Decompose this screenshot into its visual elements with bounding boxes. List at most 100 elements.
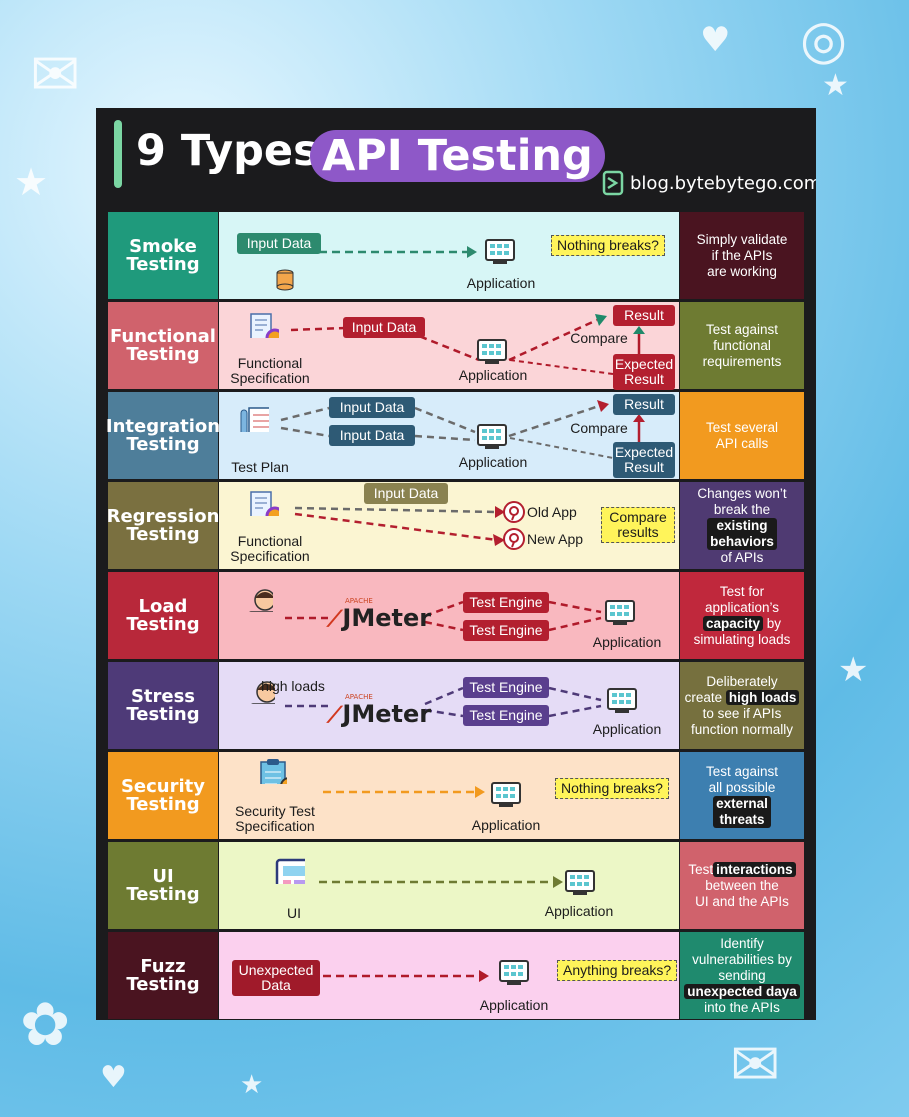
application-label: Application [479,997,549,1013]
desc-highlight: unexpected daya [684,983,800,999]
application-icon [607,688,637,713]
input-data-box-2: Input Data [329,425,415,446]
bytebytego-logo-icon [602,170,624,196]
expected-result-box: Expected Result [613,442,675,478]
star-icon: ★ [838,650,869,690]
site-url: blog.bytebytego.com [630,172,816,194]
envelope-icon: ✉ [730,1030,781,1100]
title-highlight: API Testing [310,130,605,182]
row-stress-testing: Stress Testing high loads APACHE⟋JMeter … [108,662,804,749]
jmeter-text: JMeter [342,700,432,728]
desc-text: into the APIs [704,999,780,1015]
test-engine-box-1: Test Engine [463,677,549,698]
desc-text: between the UI and the APIs [695,877,789,909]
desc-highlight: high loads [725,689,800,705]
apache-label: APACHE [345,693,373,701]
row-label: Regression Testing [107,482,219,569]
row-label: Security Testing [108,752,218,839]
row-diagram: APACHE⟋JMeter Test Engine Test Engine Ap… [219,572,679,659]
application-icon [605,600,635,625]
heart-icon: ♥ [700,20,731,60]
row-integration-testing: Integration Testing Test Plan Input Da [106,392,804,479]
application-icon [485,239,515,264]
user-laptop-icon [251,681,275,704]
heart-icon: ♥ [100,1060,127,1095]
star-icon: ★ [240,1070,264,1100]
application-label: Application [458,454,528,470]
row-diagram: Input Data Application Nothing breaks? [219,212,679,299]
specification-label: Functional Specification [230,355,310,386]
flow-arrows [294,506,505,546]
envelope-icon: ✉ [30,40,81,110]
circle-icon: ◎ [800,8,848,71]
check-note: Nothing breaks? [555,778,669,799]
desc-highlight: interactions [713,861,796,877]
row-label: UI Testing [108,842,218,929]
flow-arrows [319,876,563,888]
row-label: Functional Testing [108,302,218,389]
old-app-icon [503,501,525,523]
row-label: Stress Testing [108,662,218,749]
test-engine-box-2: Test Engine [463,705,549,726]
row-diagram: high loads APACHE⟋JMeter Test Engine Tes… [219,662,679,749]
security-spec-label: Security Test Specification [235,803,315,834]
application-label: Application [592,721,662,737]
application-icon [477,424,507,449]
row-description: Test several API calls [680,392,804,479]
unexpected-data-box: Unexpected Data [232,960,320,996]
infographic-card: 9 Types API Testing blog.bytebytego.com … [96,108,816,1020]
database-icon [276,269,294,291]
specification-label: Functional Specification [230,533,310,564]
test-engine-box-2: Test Engine [463,620,549,641]
ui-label: UI [287,905,301,921]
new-app-label: New App [527,531,584,547]
input-data-box: Input Data [343,317,425,338]
compare-label: Compare [570,330,628,346]
flower-icon: ✿ [20,990,71,1060]
star-icon: ★ [14,160,49,204]
application-icon [491,782,521,807]
application-label: Application [458,367,528,383]
row-diagram: Functional Specification Input Data Old … [219,482,679,569]
compare-results-note: Compare results [601,507,675,543]
input-data-box-1: Input Data [329,397,415,418]
high-loads-label: high loads [261,678,325,694]
result-box: Result [613,305,675,326]
desc-text: to see if APIs function normally [690,705,794,737]
row-description: Test against functional requirements [680,302,804,389]
desc-text: by simulating loads [693,615,791,647]
row-load-testing: Load Testing APACHE⟋JMeter Test Engine T… [108,572,804,659]
desc-text: Deliberately create [684,673,778,705]
site-credit: blog.bytebytego.com [602,170,816,196]
row-diagram: Test Plan Input Data Input Data Applicat… [219,392,679,479]
old-app-label: Old App [527,504,577,520]
title-accent-bar [114,120,122,188]
test-engine-box-1: Test Engine [463,592,549,613]
feather-icon: ⟋ [327,703,343,728]
desc-highlight: external threats [713,795,771,828]
apache-label: APACHE [345,597,373,605]
desc-text: Changes won’t break the [697,485,787,517]
application-label: Application [466,275,536,291]
check-note: Anything breaks? [557,960,678,981]
desc-text: Test against all possible [705,763,779,795]
row-fuzz-testing: Fuzz Testing Unexpected Data Application… [108,932,804,1019]
row-diagram: Functional Specification Input Data Appl… [219,302,679,390]
row-security-testing: Security Testing Security Test Specifica… [108,752,804,839]
check-note: Nothing breaks? [551,235,665,256]
row-diagram: UI Application [219,842,679,929]
row-functional-testing: Functional Testing Functional Specificat… [108,302,804,390]
application-icon [477,339,507,364]
desc-text: Identify vulnerabilities by sending [692,935,792,983]
compare-label: Compare [570,420,628,436]
flow-arrows [323,970,489,982]
row-label: Smoke Testing [108,212,218,299]
jmeter-text: JMeter [342,604,432,632]
desc-text: Test for application’s [704,583,780,615]
